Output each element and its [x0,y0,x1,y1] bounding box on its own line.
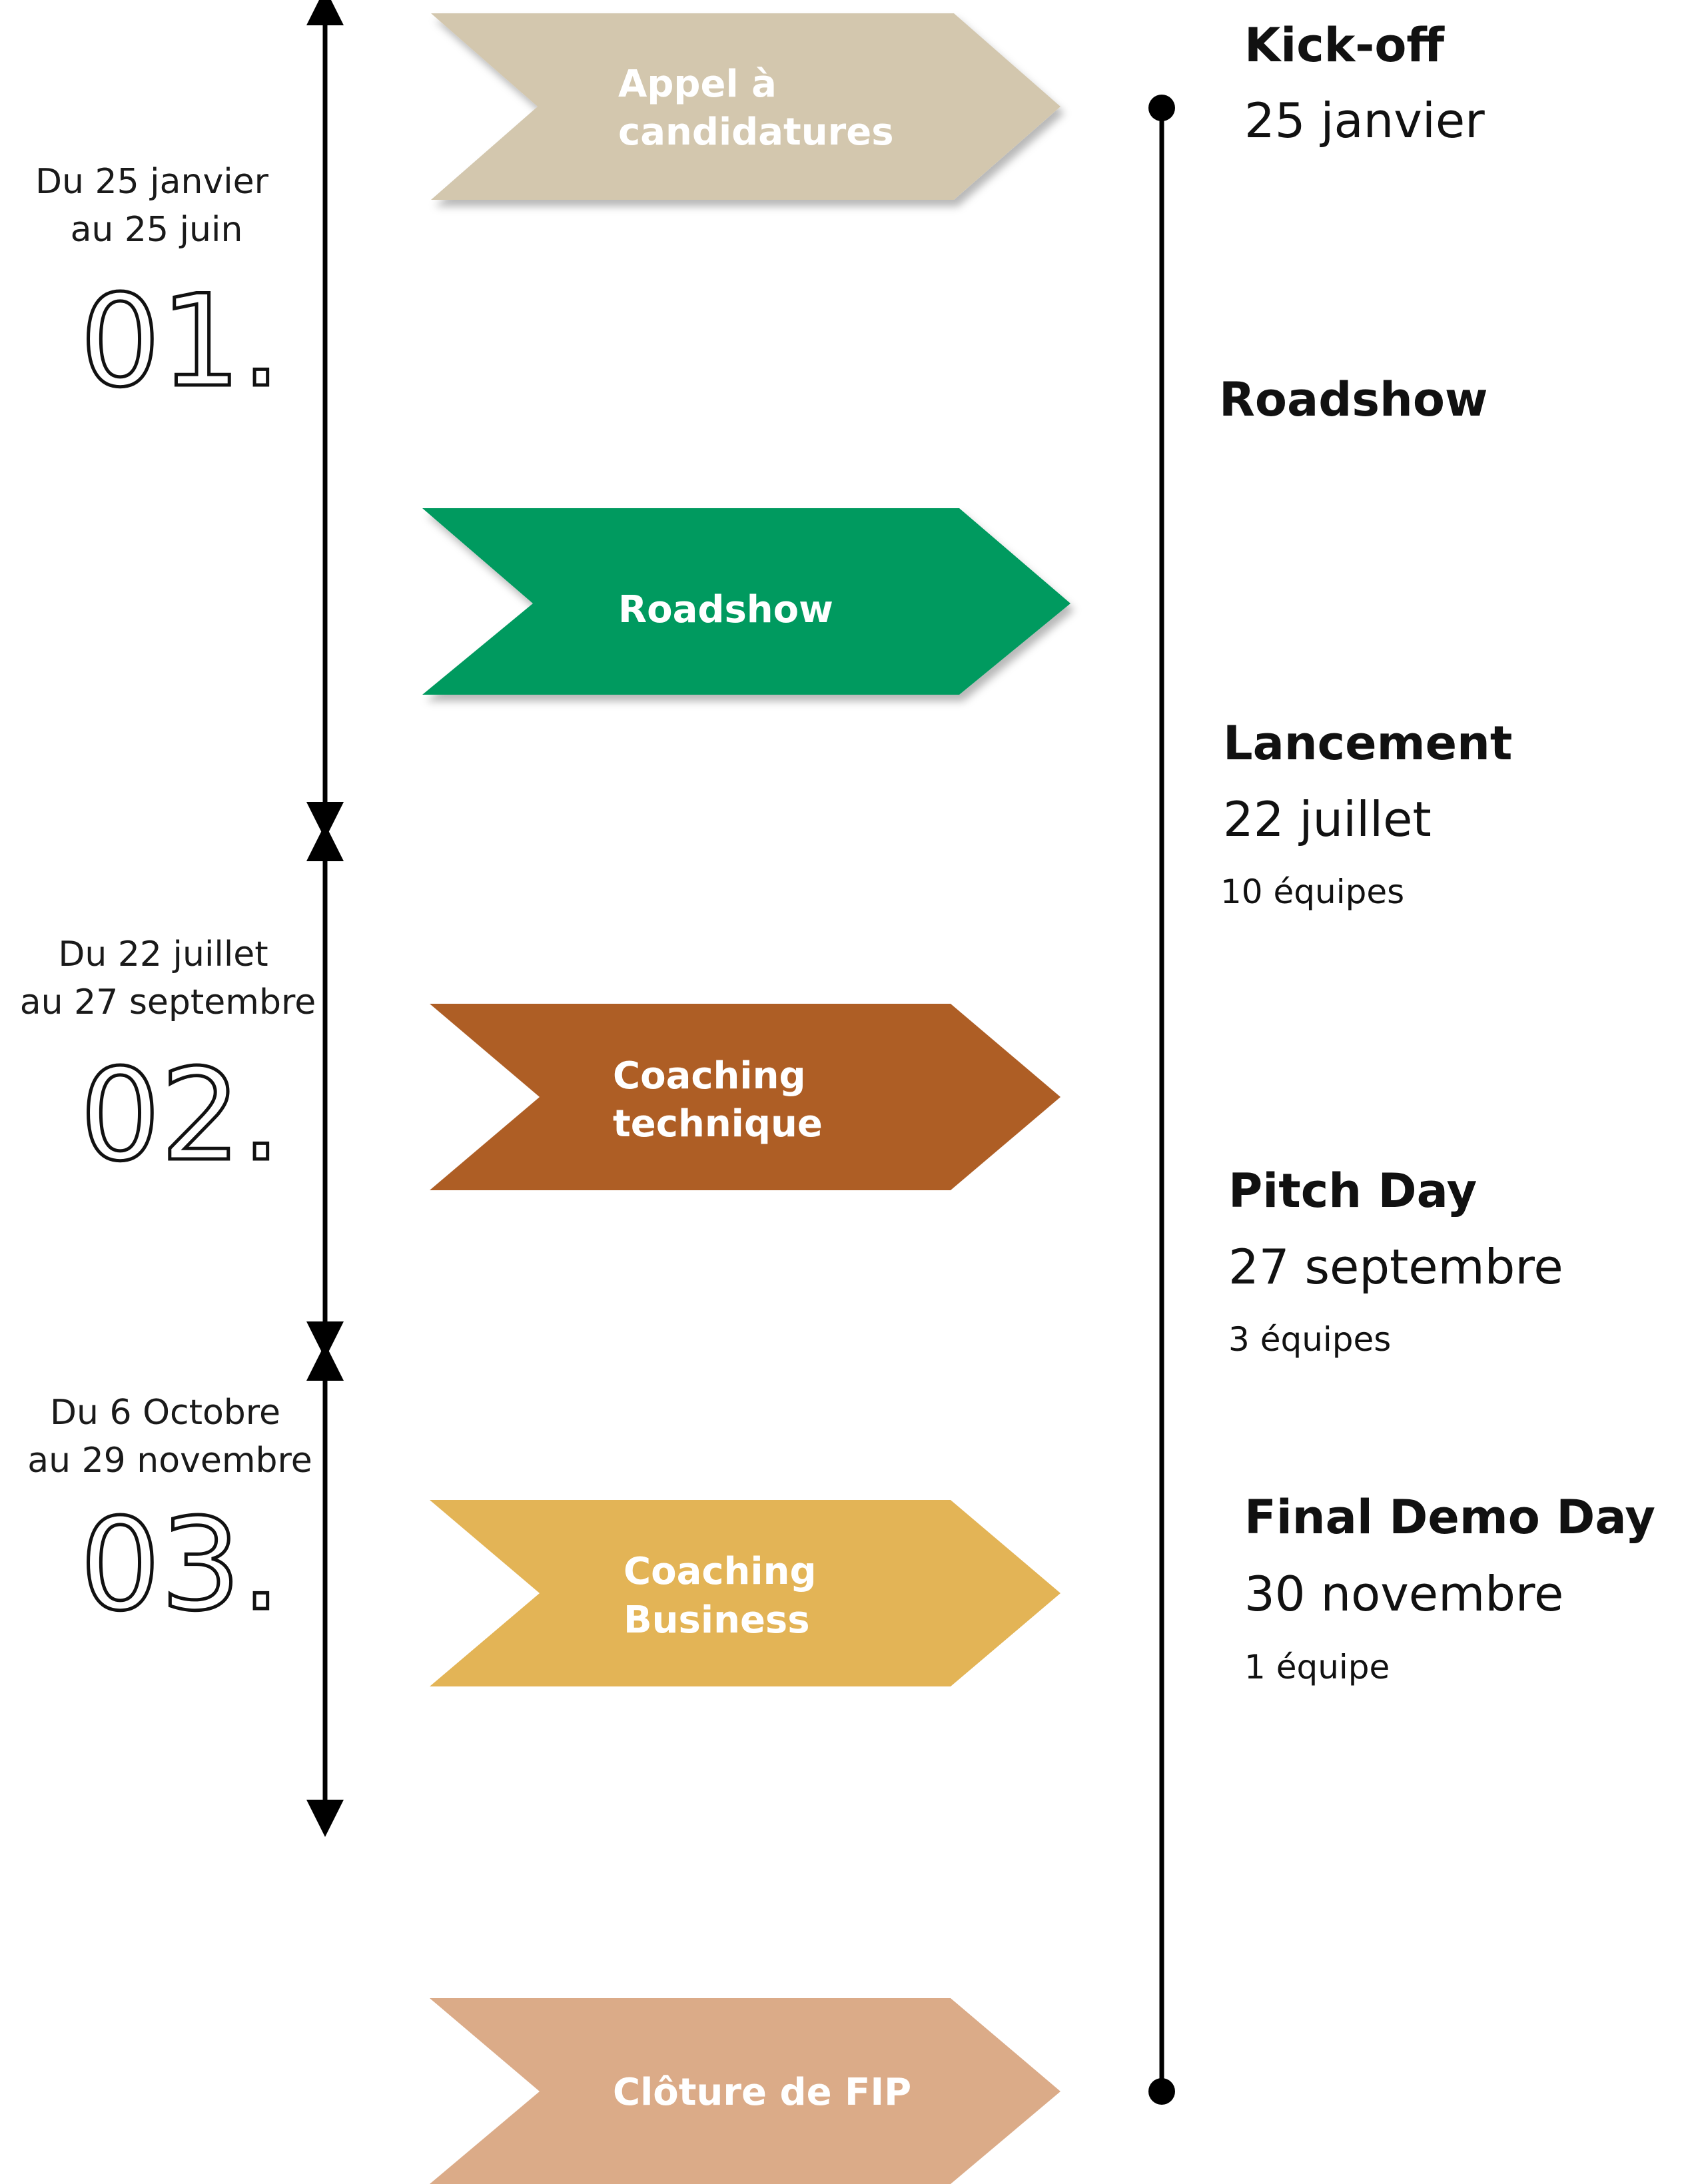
phase-3: Du 6 Octobre au 29 novembre 03. [27,1393,312,1640]
stage-label-line1: Roadshow [618,588,833,631]
stage-chevron-cloture: Clôture de FIP [430,1998,1060,2184]
chevron-shape [422,508,1070,695]
stage-label-line1: Appel à [618,63,777,106]
chevron-shape [430,1004,1060,1190]
phase-period-line1: Du 22 juillet [58,934,268,974]
timeline-start-dot [1148,95,1175,121]
stage-label-line1: Coaching [613,1054,806,1098]
event-lancement: Lancement 22 juillet 10 équipes [1220,716,1512,911]
phase-period-line1: Du 6 Octobre [50,1393,280,1433]
stage-label-line2: technique [613,1102,823,1146]
phase-1: Du 25 janvier au 25 juin 01. [35,162,283,417]
phase-period-line1: Du 25 janvier [35,162,269,202]
phase-period-line2: au 27 septembre [20,982,316,1022]
phase-number: 02. [80,1042,281,1189]
event-note: 1 équipe [1244,1648,1390,1686]
stage-chevron-roadshow: Roadshow [422,508,1070,695]
phase-period-line2: au 25 juin [71,210,243,250]
event-title: Lancement [1223,716,1512,771]
stage-chevron-appel: Appel à candidatures [431,13,1060,200]
timeline-end-dot [1148,2078,1175,2105]
phase-2: Du 22 juillet au 27 septembre 02. [20,934,316,1191]
event-note: 10 équipes [1220,873,1404,911]
stage-label-line2: Business [624,1599,810,1642]
phase-period-line2: au 29 novembre [27,1441,312,1481]
event-pitch-day: Pitch Day 27 septembre 3 équipes [1228,1164,1563,1359]
event-date: 27 septembre [1228,1239,1563,1295]
stage-label-line2: candidatures [618,111,894,154]
stage-chevron-coaching-business: Coaching Business [430,1500,1060,1686]
chevron-shape [430,1998,1060,2184]
event-date: 25 janvier [1244,93,1485,149]
event-roadshow: Roadshow [1219,372,1488,427]
event-kick-off: Kick-off 25 janvier [1244,18,1485,149]
chevron-shape [430,1500,1060,1686]
event-title: Roadshow [1219,372,1488,427]
phase-number: 01. [80,268,281,415]
stage-label-line1: Clôture de FIP [613,2071,911,2114]
event-final-demo-day: Final Demo Day 30 novembre 1 équipe [1244,1490,1655,1686]
event-date: 22 juillet [1223,791,1432,847]
chevron-shape [431,13,1060,200]
event-date: 30 novembre [1244,1566,1563,1622]
stage-chevron-coaching-technique: Coaching technique [430,1004,1060,1190]
phase-number: 03. [80,1491,281,1638]
event-title: Pitch Day [1228,1164,1477,1218]
event-note: 3 équipes [1228,1320,1391,1359]
event-title: Kick-off [1244,18,1445,73]
stage-label-line1: Coaching [624,1550,817,1593]
event-title: Final Demo Day [1244,1490,1655,1545]
